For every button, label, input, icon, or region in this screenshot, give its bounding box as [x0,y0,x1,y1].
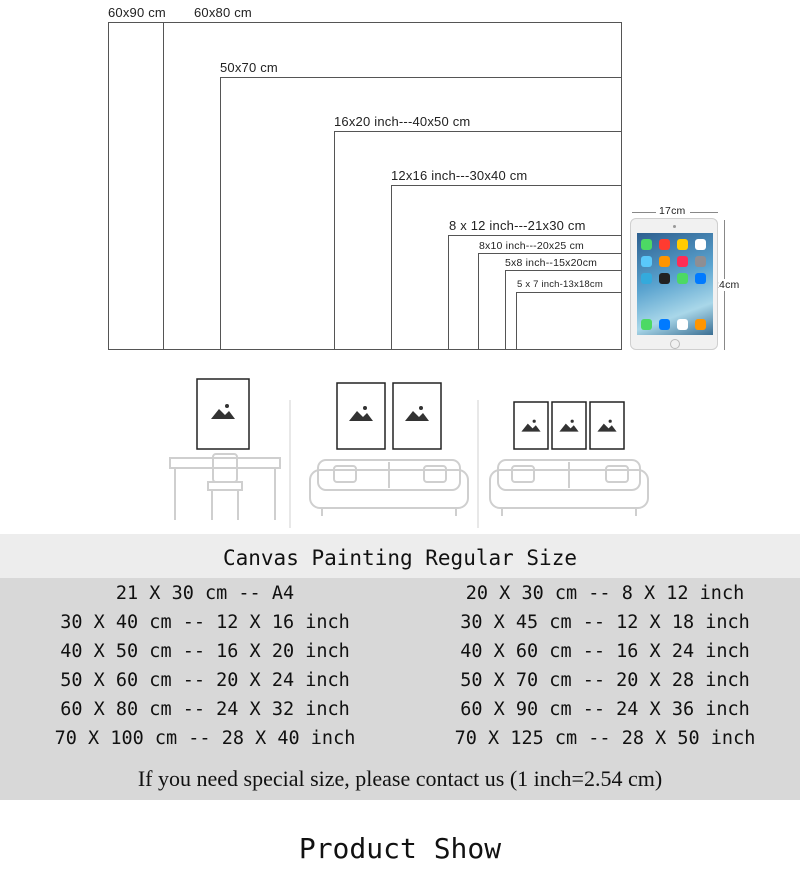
size-table [0,578,800,800]
special-size-note: If you need special size, please contact… [137,766,663,791]
frame-20x25 [478,253,622,350]
app-icon [695,239,706,250]
label-20x25: 8x10 inch---20x25 cm [479,240,584,252]
size-row: 70 X 100 cm -- 28 X 40 inch [54,728,356,749]
width-dimension-line [690,212,718,213]
app-icon [677,273,688,284]
tablet-icon [630,218,718,350]
size-row: 40 X 50 cm -- 16 X 20 inch [60,641,350,662]
sofa-scene-three-posters [489,401,649,516]
mountain-icon [211,404,235,419]
app-icon [677,239,688,250]
frame-40x50 [334,131,622,350]
app-icon [659,319,670,330]
mountain-icon [521,419,541,432]
app-icon [677,319,688,330]
tablet-camera [673,225,676,228]
frame-30x40 [391,185,622,350]
tablet-home-button [670,339,680,349]
table-title: Canvas Painting Regular Size [0,534,800,578]
wall-poster [589,401,625,450]
label-50x70: 50x70 cm [220,60,278,75]
app-icon [695,256,706,267]
room-scenes [169,378,649,528]
label-21x30: 8 x 12 inch---21x30 cm [449,218,586,233]
sofa-scene-two-posters [309,382,469,516]
size-row: 70 X 125 cm -- 28 X 50 inch [454,728,756,749]
label-15x20: 5x8 inch--15x20cm [505,257,598,269]
app-icon [641,273,652,284]
app-icon [659,239,670,250]
size-row: 30 X 45 cm -- 12 X 18 inch [460,612,750,633]
app-icon [677,256,688,267]
app-icon [695,319,706,330]
tablet-width-label: 17cm [659,205,686,217]
size-row: 60 X 90 cm -- 24 X 36 inch [460,699,750,720]
wall-poster [513,401,549,450]
frame-21x30 [448,235,622,350]
size-row: 21 X 30 cm -- A4 [115,583,295,604]
frame-15x20 [505,270,622,350]
mountain-icon [597,419,617,432]
width-dimension-line [632,212,656,213]
wall-poster [551,401,587,450]
app-icon [641,319,652,330]
size-row: 60 X 80 cm -- 24 X 32 inch [60,699,350,720]
desk-scene [169,378,281,520]
sofa-icon [309,459,469,516]
mountain-icon [349,406,373,421]
size-row: 50 X 60 cm -- 20 X 24 inch [60,670,350,691]
size-row: 40 X 60 cm -- 16 X 24 inch [460,641,750,662]
mountain-icon [405,406,429,421]
app-icon [659,273,670,284]
tablet-screen [637,233,713,335]
label-30x40: 12x16 inch---30x40 cm [391,168,528,183]
label-60x90: 60x90 cm [108,5,166,20]
size-row: 50 X 70 cm -- 20 X 28 inch [460,670,750,691]
app-icon [695,273,706,284]
label-13x18: 5 x 7 inch-13x18cm [517,279,603,290]
product-show-heading: Product Show [298,832,502,865]
app-icon [659,256,670,267]
size-row: 30 X 40 cm -- 12 X 16 inch [60,612,350,633]
app-icon [641,256,652,267]
size-row: 20 X 30 cm -- 8 X 12 inch [465,583,745,604]
frame-13x18 [516,292,622,350]
sofa-icon [489,459,649,516]
frame-60x80 [163,22,622,350]
desk-icon [169,453,281,520]
frame-50x70 [220,77,622,350]
mountain-icon [559,419,579,432]
label-40x50: 16x20 inch---40x50 cm [334,114,471,129]
label-60x80: 60x80 cm [194,5,252,20]
app-icon [641,239,652,250]
tablet-height-label: 24cm [713,279,740,291]
wall-poster [196,378,250,450]
